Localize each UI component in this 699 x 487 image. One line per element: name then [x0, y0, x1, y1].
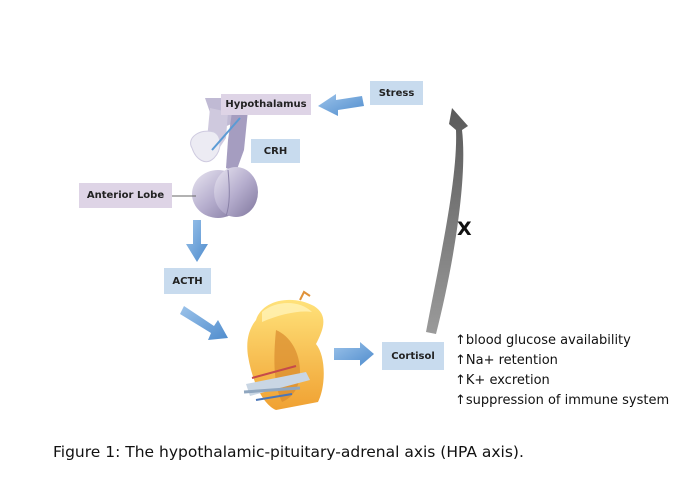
effect-item: ↑Na+ retention [455, 353, 558, 368]
cortisol-effects-list: ↑blood glucose availability ↑Na+ retenti… [455, 331, 669, 411]
effect-item: ↑blood glucose availability [455, 333, 631, 348]
adrenal-gland-illustration [243, 290, 324, 410]
figure-caption: Figure 1: The hypothalamic-pituitary-adr… [53, 443, 524, 461]
anterior-lobe-label: Anterior Lobe [79, 183, 172, 208]
hypothalamus-label: Hypothalamus [221, 94, 311, 115]
effect-item: ↑K+ excretion [455, 373, 550, 388]
cortisol-label: Cortisol [382, 342, 444, 370]
arrow-acth-to-adrenal [180, 306, 228, 340]
feedback-arrow-cortisol-to-stress [426, 108, 468, 334]
stress-label: Stress [370, 81, 423, 105]
arrow-pituitary-to-acth [186, 220, 208, 262]
acth-label: ACTH [164, 268, 211, 294]
arrow-adrenal-to-cortisol [334, 342, 374, 366]
inhibition-x-mark: X [457, 218, 472, 240]
effect-item: ↑suppression of immune system [455, 393, 670, 408]
pituitary-gland-illustration [190, 98, 258, 218]
crh-label: CRH [251, 139, 300, 163]
arrow-stress-to-hypothalamus [318, 94, 364, 116]
